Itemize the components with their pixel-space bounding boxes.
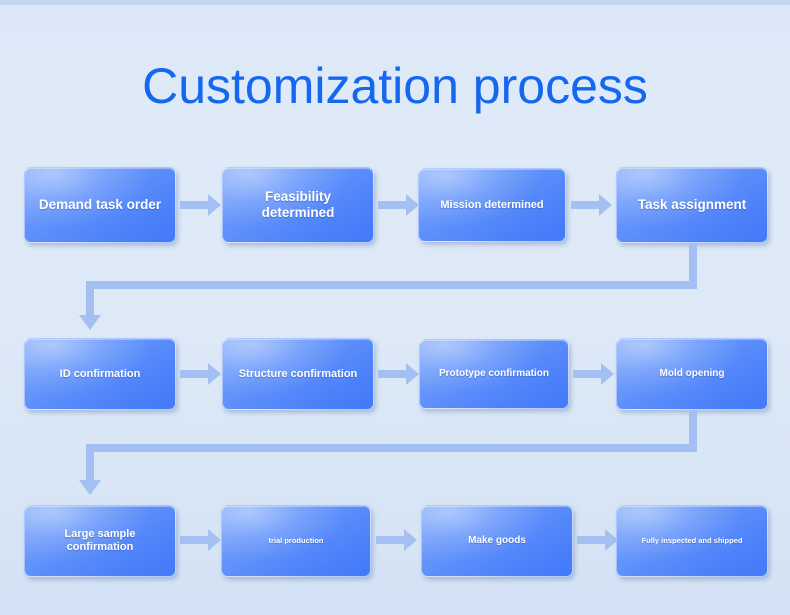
arrow-head [406, 194, 419, 216]
arrow-shaft [376, 536, 405, 544]
arrow-shaft [573, 370, 602, 378]
arrow-r3-3-to-4 [577, 529, 618, 551]
node-make-goods[interactable]: Make goods [421, 505, 573, 577]
node-demand-task-order[interactable]: Demand task order [24, 167, 176, 243]
arrow-head [404, 529, 417, 551]
node-trial-production[interactable]: trial production [221, 505, 371, 577]
arrow-shaft [180, 201, 209, 209]
elbow-row2-to-row3-vertical-down [689, 410, 697, 452]
page-title: Customization process [142, 58, 648, 114]
arrow-r3-1-to-2 [180, 529, 221, 551]
node-task-assignment[interactable]: Task assignment [616, 167, 768, 243]
node-mold-opening[interactable]: Mold opening [616, 338, 768, 410]
arrow-r1-3-to-4 [571, 194, 612, 216]
arrow-r2-3-to-4 [573, 363, 614, 385]
arrow-head [406, 363, 419, 385]
top-accent-band [0, 0, 790, 5]
elbow-row1-to-row2-horizontal [86, 281, 697, 289]
arrow-shaft [571, 201, 600, 209]
arrow-head [605, 529, 618, 551]
node-structure-confirmation[interactable]: Structure confirmation [222, 338, 374, 410]
arrow-r2-1-to-2 [180, 363, 221, 385]
arrow-shaft [577, 536, 606, 544]
arrow-shaft [180, 536, 209, 544]
arrow-head [599, 194, 612, 216]
node-id-confirmation[interactable]: ID confirmation [24, 338, 176, 410]
node-fully-inspected-and-shipped[interactable]: Fully inspected and shipped [616, 505, 768, 577]
elbow-row1-to-row2-vertical-down [689, 243, 697, 288]
arrow-head [208, 529, 221, 551]
elbow-row2-to-row3-horizontal [86, 444, 697, 452]
node-prototype-confirmation[interactable]: Prototype confirmation [419, 339, 569, 409]
arrow-r1-2-to-3 [378, 194, 419, 216]
arrow-head [601, 363, 614, 385]
arrow-shaft [180, 370, 209, 378]
arrow-shaft [378, 370, 407, 378]
node-mission-determined[interactable]: Mission determined [418, 168, 566, 242]
elbow-row1-to-row2-arrowhead [79, 315, 101, 330]
node-feasibility-determined[interactable]: Feasibility determined [222, 167, 374, 243]
elbow-row2-to-row3-arrowhead [79, 480, 101, 495]
arrow-head [208, 194, 221, 216]
elbow-row1-to-row2-vertical-drop [86, 281, 94, 317]
arrow-r1-1-to-2 [180, 194, 221, 216]
arrow-shaft [378, 201, 407, 209]
arrow-r2-2-to-3 [378, 363, 419, 385]
arrow-head [208, 363, 221, 385]
arrow-r3-2-to-3 [376, 529, 417, 551]
node-large-sample-confirmation[interactable]: Large sample confirmation [24, 505, 176, 577]
elbow-row2-to-row3-vertical-drop [86, 444, 94, 482]
